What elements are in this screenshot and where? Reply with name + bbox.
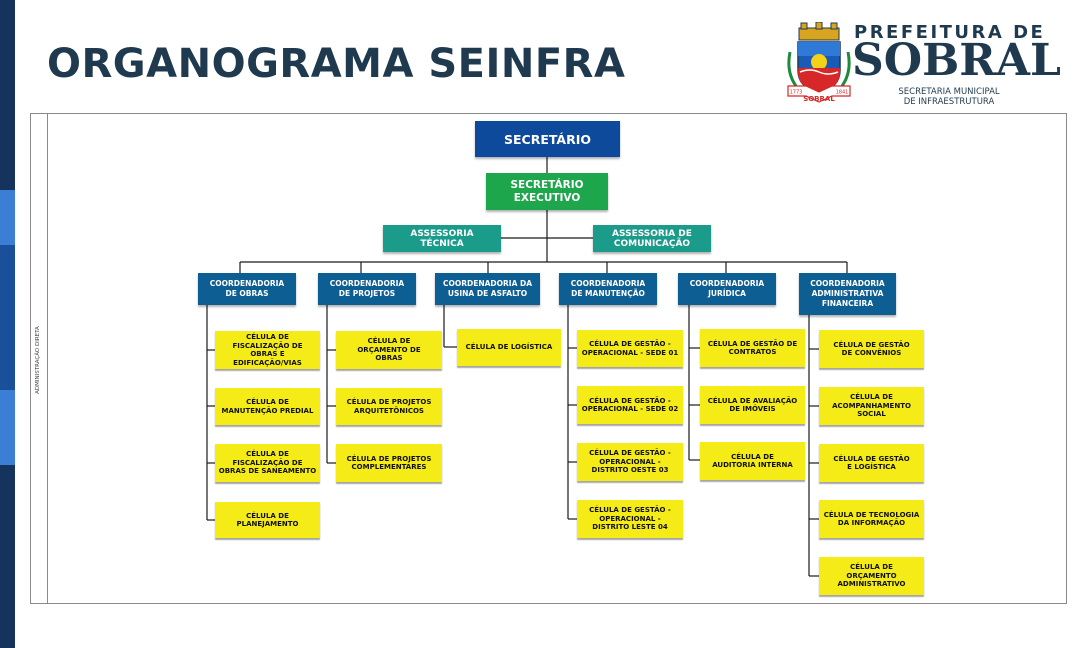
node-cell: CÉLULA DE MANUTENÇÃO PREDIAL bbox=[215, 388, 320, 425]
node-cell: CÉLULA DE GESTÃO - OPERACIONAL - SEDE 02 bbox=[577, 386, 683, 424]
crest-year-right: 1841 bbox=[836, 90, 849, 96]
node-assessoria-comunicacao: ASSESSORIA DE COMUNICAÇÃO bbox=[593, 225, 711, 252]
node-coord-manutencao: COORDENADORIA DE MANUTENÇÃO bbox=[559, 273, 657, 305]
node-secretario: SECRETÁRIO bbox=[475, 121, 620, 157]
node-cell: CÉLULA DE GESTÃO E LOGÍSTICA bbox=[819, 444, 924, 482]
node-coord-juridica: COORDENADORIA JURÍDICA bbox=[678, 273, 776, 305]
node-cell: CÉLULA DE AVALIAÇÃO DE IMÓVEIS bbox=[700, 386, 805, 424]
node-cell: CÉLULA DE GESTÃO - OPERACIONAL - DISTRIT… bbox=[577, 500, 683, 538]
logo-subtitle: SECRETARIA MUNICIPAL DE INFRAESTRUTURA bbox=[874, 87, 1024, 107]
node-assessoria-tecnica: ASSESSORIA TÉCNICA bbox=[383, 225, 501, 252]
node-cell: CÉLULA DE LOGÍSTICA bbox=[457, 329, 561, 366]
left-strip-segment bbox=[0, 465, 15, 648]
node-cell: CÉLULA DE ORÇAMENTO ADMINISTRATIVO bbox=[819, 557, 924, 595]
node-cell: CÉLULA DE PROJETOS COMPLEMENTARES bbox=[336, 444, 442, 482]
node-coord-obras: COORDENADORIA DE OBRAS bbox=[198, 273, 296, 305]
left-strip-segment bbox=[0, 245, 15, 390]
logo-subtitle-line: DE INFRAESTRUTURA bbox=[903, 97, 995, 107]
node-coord-usina: COORDENADORIA DA USINA DE ASFALTO bbox=[435, 273, 540, 305]
left-strip-segment bbox=[0, 390, 15, 465]
node-cell: CÉLULA DE FISCALIZAÇÃO DE OBRAS E EDIFIC… bbox=[215, 331, 320, 369]
node-coord-projetos: COORDENADORIA DE PROJETOS bbox=[318, 273, 416, 305]
node-cell: CÉLULA DE GESTÃO - OPERACIONAL - SEDE 01 bbox=[577, 330, 683, 367]
node-cell: CÉLULA DE FISCALIZAÇÃO DE OBRAS DE SANEA… bbox=[215, 444, 320, 482]
left-strip-segment bbox=[0, 0, 15, 190]
crest-year-left: 1773 bbox=[790, 90, 803, 96]
node-cell: CÉLULA DE PROJETOS ARQUITETÔNICOS bbox=[336, 388, 442, 425]
node-coord-administrativa: COORDENADORIA ADMINISTRATIVA FINANCEIRA bbox=[799, 273, 896, 315]
node-cell: CÉLULA DE GESTÃO - OPERACIONAL - DISTRIT… bbox=[577, 443, 683, 481]
node-cell: CÉLULA DE GESTÃO DE CONVÊNIOS bbox=[819, 330, 924, 368]
logo-subtitle-line: SECRETARIA MUNICIPAL bbox=[898, 87, 1000, 97]
logo-prefeitura-text: PREFEITURA DE bbox=[854, 22, 1046, 43]
organogram-frame bbox=[30, 113, 1067, 604]
node-secretario-executivo: SECRETÁRIO EXECUTIVO bbox=[486, 173, 608, 210]
page-title: ORGANOGRAMA SEINFRA bbox=[47, 41, 626, 87]
frame-divider bbox=[47, 113, 48, 604]
crest-banner-text: SOBRAL bbox=[803, 95, 835, 103]
left-strip-segment bbox=[0, 190, 15, 245]
logo-city-text: SOBRAL bbox=[852, 35, 1061, 86]
node-cell: CÉLULA DE AUDITORIA INTERNA bbox=[700, 442, 805, 480]
node-cell: CÉLULA DE TECNOLOGIA DA INFORMAÇÃO bbox=[819, 500, 924, 538]
node-cell: CÉLULA DE PLANEJAMENTO bbox=[215, 502, 320, 538]
city-crest-icon: SOBRAL 1773 1841 bbox=[787, 22, 851, 103]
node-cell: CÉLULA DE GESTÃO DE CONTRATOS bbox=[700, 329, 805, 367]
node-cell: CÉLULA DE ACOMPANHAMENTO SOCIAL bbox=[819, 387, 924, 425]
node-cell: CÉLULA DE ORÇAMENTO DE OBRAS bbox=[336, 331, 442, 369]
